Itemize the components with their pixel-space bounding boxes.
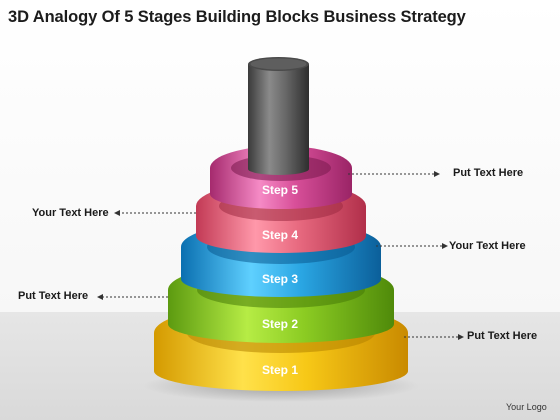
arrowhead-step-5 — [434, 171, 440, 177]
step-label-1: Step 1 — [262, 363, 298, 377]
arrowhead-step-3 — [442, 243, 448, 249]
page-title: 3D Analogy Of 5 Stages Building Blocks B… — [8, 8, 466, 26]
callout-text-step-3: Your Text Here — [449, 240, 526, 252]
footer-logo-text: Your Logo — [506, 402, 547, 412]
callout-text-step-5: Put Text Here — [453, 167, 524, 179]
step-label-2: Step 2 — [262, 317, 298, 331]
callout-text-step-2: Put Text Here — [18, 290, 89, 302]
arrowhead-step-1 — [458, 334, 464, 340]
arrowhead-step-4 — [114, 210, 120, 216]
callout-text-step-4: Your Text Here — [32, 207, 109, 219]
step-label-5: Step 5 — [262, 183, 298, 197]
step-label-4: Step 4 — [262, 228, 298, 242]
center-pole — [248, 57, 309, 175]
callout-text-step-1: Put Text Here — [467, 330, 538, 342]
arrowhead-step-2 — [97, 294, 103, 300]
step-label-3: Step 3 — [262, 272, 298, 286]
